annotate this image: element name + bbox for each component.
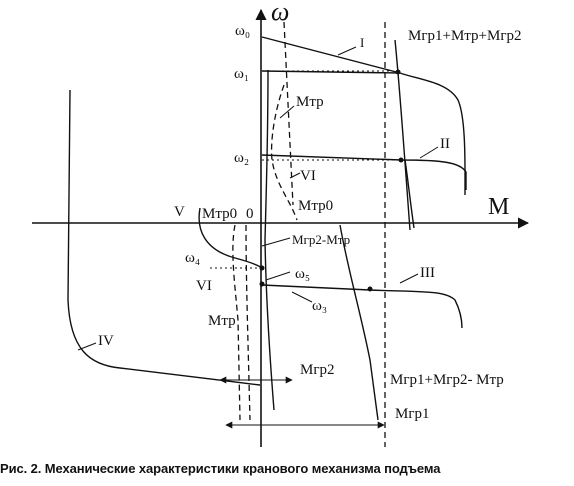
label-sum-bottom: Mгр1+Mгр2- Mтр: [390, 372, 504, 388]
point-w2: [398, 157, 404, 163]
curve-III: [261, 284, 463, 329]
label-w3: ω₃: [312, 298, 327, 314]
curve-II-leader: [419, 146, 439, 159]
curve-I-leader: [337, 46, 357, 56]
omega-axis-label: ω: [271, 0, 289, 26]
label-mtr0-left: Mтр0: [202, 206, 237, 222]
label-mgr2: Mгр2: [300, 362, 335, 378]
label-mtr-upper: Mтр: [296, 94, 324, 110]
curve-II: [261, 154, 467, 190]
label-w0: ω₀: [235, 23, 250, 39]
label-curve-V: V: [174, 204, 185, 220]
right-steep-line: [394, 39, 411, 231]
label-mtr0-right: Mтр0: [298, 198, 333, 214]
label-mtr-lower: Mтр: [208, 313, 236, 329]
mtr-dashed-line: [283, 21, 294, 206]
curve-I-characteristic: [261, 70, 466, 196]
point-III: [367, 286, 373, 292]
label-mgr2-minus-mtr: Mгр2-Mтр: [292, 232, 350, 247]
w5-leader: [265, 271, 291, 281]
curve-V: [198, 207, 263, 269]
label-mgr1: Mгр1: [395, 406, 430, 422]
point-w1: [395, 69, 401, 75]
label-w5: ω₅: [295, 266, 310, 282]
label-sum-top: Mгр1+Mтр+Mгр2: [408, 28, 521, 44]
label-curve-III: III: [420, 265, 435, 281]
curve-VI-upper: [270, 84, 298, 221]
mtr-upper-leader: [279, 105, 295, 119]
middle-characteristic: [339, 224, 379, 421]
label-origin: 0: [246, 206, 254, 222]
curve-III-leader: [399, 273, 419, 284]
torque-axis-label: M: [488, 194, 509, 220]
point-w5: [259, 281, 265, 287]
mgr2-mtr-leader: [261, 237, 291, 247]
center-vertical-curve: [264, 69, 275, 411]
label-curve-I: I: [360, 35, 364, 50]
label-w1: ω₁: [234, 66, 249, 82]
mtr-lower-dashed: [245, 224, 251, 421]
point-w4: [259, 265, 265, 271]
figure-caption: Рис. 2. Механические характеристики кран…: [0, 461, 441, 476]
label-curve-VI-lower: VI: [196, 278, 212, 294]
label-curve-VI-upper: VI: [300, 168, 316, 184]
curve-IV-pointer: [77, 342, 97, 351]
right-steep-line-2: [404, 159, 415, 229]
label-curve-IV: IV: [98, 333, 114, 349]
label-w2: ω₂: [234, 150, 249, 166]
label-w4: ω₄: [185, 250, 200, 266]
curve-VI-lower: [232, 224, 241, 421]
curve-IV: [67, 89, 261, 386]
vi-upper-leader: [289, 172, 301, 179]
curve-I-line: [261, 36, 401, 74]
label-curve-II: II: [440, 136, 450, 152]
w3-leader: [291, 291, 313, 303]
